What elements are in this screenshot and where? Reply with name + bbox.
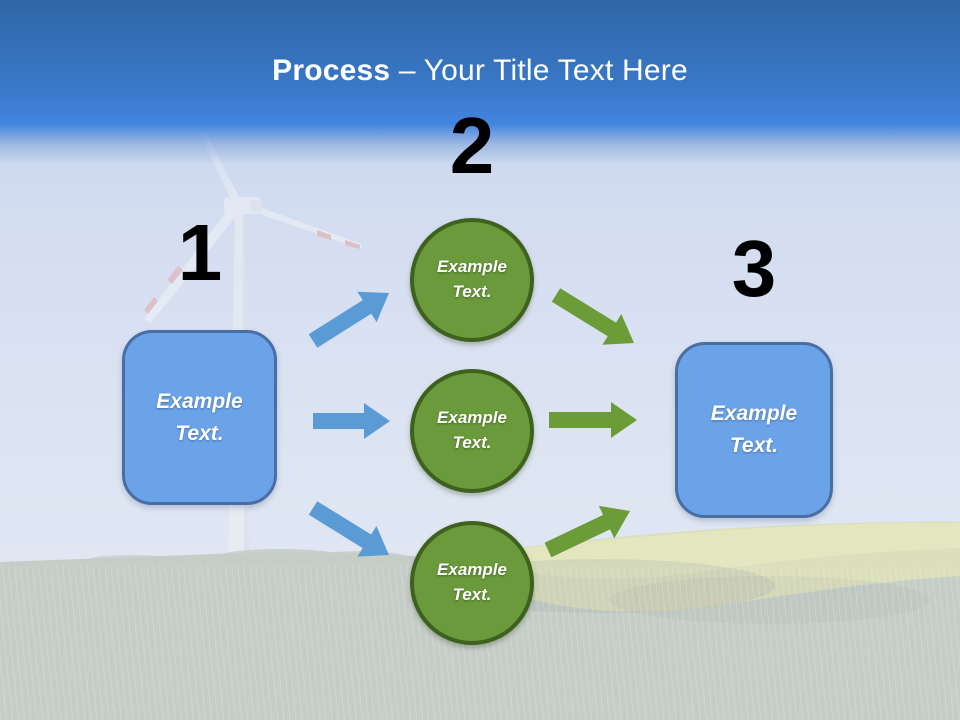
arrow-source-to-top-circle: [308, 291, 389, 348]
process-source-box: Example Text.: [122, 330, 277, 505]
target-box-text-line1: Example: [710, 402, 798, 426]
process-target-box: Example Text.: [675, 342, 833, 518]
target-box-text-line2: Text.: [729, 434, 779, 457]
wind-turbine: [144, 130, 361, 560]
arrow-source-to-middle-circle: [313, 403, 390, 439]
circle-top-text-line1: Example: [437, 257, 507, 277]
source-box-text-line1: Example: [156, 389, 243, 413]
step-number-2: 2: [449, 101, 495, 190]
circle-bottom-text-line2: Text.: [452, 585, 492, 604]
process-circle-top: Example Text.: [410, 218, 534, 342]
circle-bottom-text-line1: Example: [437, 560, 507, 580]
slide-title-keyword: Process: [272, 54, 391, 87]
arrow-source-to-bottom-circle: [308, 501, 389, 557]
slide-title-rest: – Your Title Text Here: [390, 54, 688, 87]
step-number-3: 3: [731, 224, 777, 313]
field-shadow-2: [610, 576, 930, 624]
circle-middle-text-line2: Text.: [452, 433, 492, 452]
process-circle-bottom: Example Text.: [410, 521, 534, 645]
slide-title: Process – Your Title Text Here: [0, 54, 960, 88]
arrow-top-circle-to-target: [551, 288, 634, 345]
arrow-bottom-circle-to-target: [544, 505, 630, 558]
source-box-text-line2: Text.: [175, 421, 224, 445]
flower-hill-highlight: [470, 522, 960, 579]
circle-top-text-line2: Text.: [452, 282, 492, 301]
circle-middle-text-line1: Example: [437, 408, 507, 428]
process-circle-middle: Example Text.: [410, 369, 534, 493]
step-number-1: 1: [177, 208, 223, 297]
header-band: [0, 0, 960, 200]
arrow-middle-circle-to-target: [549, 402, 637, 438]
